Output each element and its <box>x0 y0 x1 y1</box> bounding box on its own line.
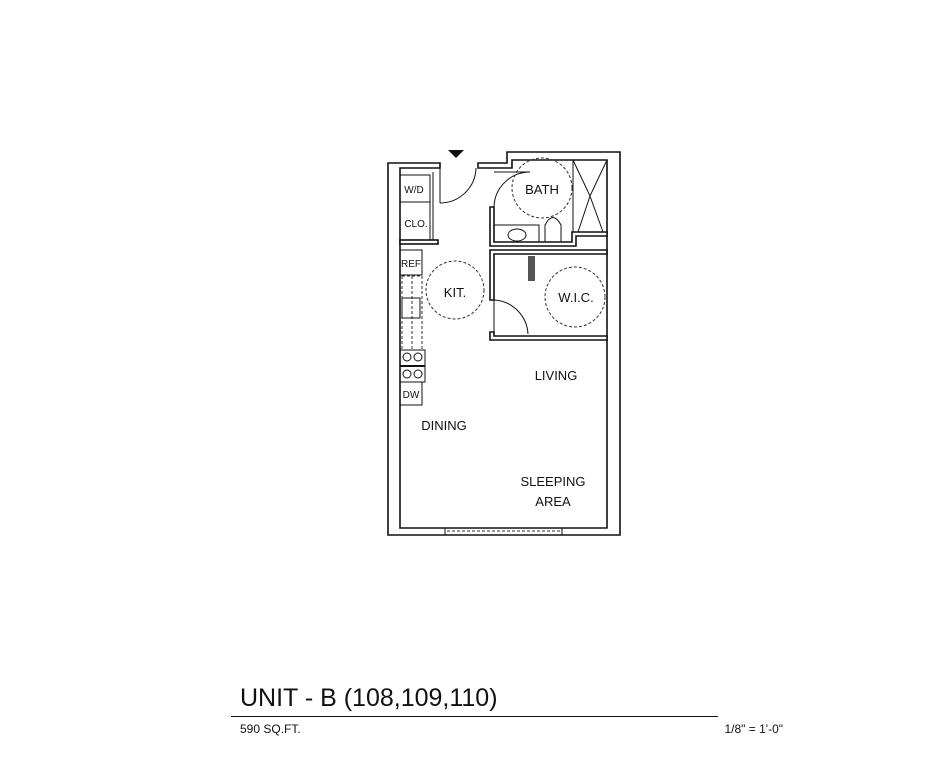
drawing-scale: 1/8" = 1'-0" <box>724 722 783 736</box>
bath-turn-circle <box>511 157 573 219</box>
refrigerator <box>399 249 423 276</box>
sink <box>401 297 421 319</box>
column <box>528 256 535 281</box>
window <box>444 528 563 535</box>
bath-door <box>493 171 531 208</box>
exterior-wall <box>387 151 621 536</box>
label-wd: W/D <box>404 185 423 196</box>
kitchen-turn-circle <box>425 260 485 320</box>
label-dishwasher: DW <box>403 390 420 401</box>
entry-door <box>439 167 477 204</box>
wic-wall <box>489 249 608 301</box>
dishwasher <box>399 381 423 406</box>
unit-title: UNIT - B (108,109,110) <box>240 684 498 712</box>
label-bath: BATH <box>525 182 559 197</box>
label-wic: W.I.C. <box>558 290 593 305</box>
bath-wall <box>489 206 608 247</box>
burner-icon <box>402 369 412 379</box>
burner-icon <box>413 352 423 362</box>
toilet-icon <box>544 217 562 243</box>
label-dining: DINING <box>421 418 467 433</box>
label-closet: CLO. <box>404 219 427 230</box>
label-kitchen: KIT. <box>444 285 466 300</box>
shower <box>572 159 608 233</box>
title-rule <box>231 716 718 717</box>
entry-arrow-icon <box>448 150 464 158</box>
label-area: AREA <box>535 494 571 509</box>
label-living: LIVING <box>535 368 578 383</box>
wic-turn-circle <box>544 266 606 328</box>
sink-icon <box>507 228 527 242</box>
label-sleeping: SLEEPING <box>520 474 585 489</box>
burner-icon <box>413 369 423 379</box>
shower-slope-lines <box>572 159 608 233</box>
wic-door <box>493 299 529 337</box>
label-refrigerator: REF <box>401 259 421 270</box>
closet-wall <box>399 239 439 245</box>
burner-icon <box>402 352 412 362</box>
unit-area: 590 SQ.FT. <box>240 722 301 736</box>
vanity <box>493 224 540 243</box>
